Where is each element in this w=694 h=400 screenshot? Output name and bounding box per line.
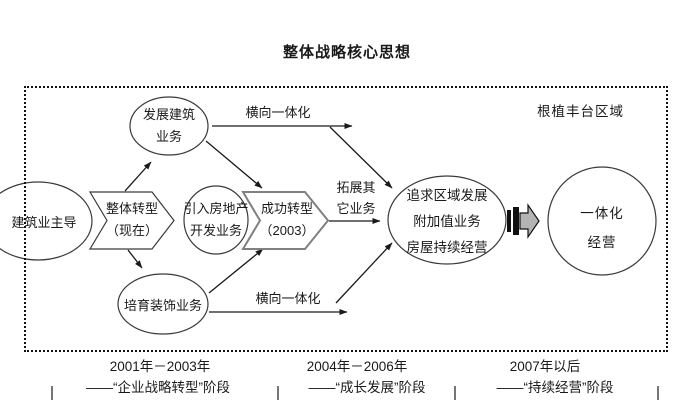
label-pursue-regional-line3: 房屋持续经营	[406, 240, 488, 255]
label-develop-construction-line2: 业务	[155, 129, 182, 144]
arrow-transform-to-decoration	[127, 249, 143, 269]
label-pursue-regional: 追求区域发展 附加值业务 房屋持续经营	[387, 183, 507, 261]
timeline-phase-1: ——“企业战略转型”阶段	[86, 380, 230, 395]
edge-label-expand-other-line1: 拓展其	[336, 180, 376, 195]
label-construction-lead: 建筑业主导	[11, 215, 77, 230]
timeline-phase-3: ——“持续经营”阶段	[496, 380, 614, 395]
timeline-period-1: 2001年－2003年	[109, 359, 211, 374]
edge-label-horizontal-integration-top: 横向一体化	[245, 105, 311, 120]
block-arrow-icon	[507, 203, 540, 239]
label-integrated-operation: 一体化 经营	[552, 199, 652, 257]
node-pursue-regional	[387, 175, 507, 265]
block-arrow-head	[519, 203, 540, 239]
label-integrated-operation-line1: 一体化	[580, 206, 624, 221]
label-develop-construction: 发展建筑 业务	[131, 104, 207, 148]
arrow-top-to-pursue	[329, 126, 393, 189]
label-integrated-operation-line2: 经营	[587, 235, 617, 250]
node-overall-transform-chevron	[88, 191, 175, 250]
label-pursue-regional-line2: 附加值业务	[413, 214, 481, 229]
arrow-construction-to-success	[205, 140, 263, 189]
timeline-period-3: 2007年以后	[509, 359, 581, 374]
label-overall-transform-line2: （现在）	[105, 223, 158, 238]
node-develop-construction	[129, 96, 209, 156]
edge-label-expand-other-line2: 它业务	[336, 201, 376, 216]
label-success-transform-line1: 成功转型	[260, 201, 313, 216]
arrow-decoration-to-success	[208, 248, 264, 294]
label-pursue-regional-line1: 追求区域发展	[406, 188, 488, 203]
page-title: 整体战略核心思想	[282, 44, 411, 61]
region-note-label: 根植丰台区域	[537, 104, 624, 119]
edge-label-horizontal-integration-bottom: 横向一体化	[255, 291, 321, 306]
arrow-transform-to-construction	[124, 161, 152, 192]
label-success-transform-line2: （2003）	[259, 223, 315, 238]
label-intro-realestate-line2: 开发业务	[189, 223, 242, 238]
timeline-phase-2: ——“成长发展”阶段	[308, 380, 426, 395]
label-overall-transform: 整体转型 （现在）	[94, 198, 170, 242]
label-cultivate-decoration: 培育装饰业务	[123, 298, 202, 313]
node-integrated-operation	[547, 166, 657, 276]
label-intro-realestate: 引入房地产 开发业务	[178, 198, 254, 242]
node-intro-realestate	[183, 185, 249, 255]
timeline-period-2: 2004年－2006年	[306, 359, 408, 374]
label-success-transform: 成功转型 （2003）	[249, 198, 325, 242]
label-overall-transform-line1: 整体转型	[105, 201, 158, 216]
edge-label-expand-other: 拓展其 它业务	[333, 177, 379, 219]
block-arrow-tail-bar2	[513, 207, 519, 235]
node-success-transform-chevron	[241, 191, 330, 250]
label-develop-construction-line1: 发展建筑	[142, 107, 195, 122]
block-arrow-tail-bar1	[507, 210, 511, 232]
arrow-bottom-to-pursue	[335, 242, 393, 304]
label-intro-realestate-line1: 引入房地产	[183, 201, 249, 216]
node-construction-lead	[0, 181, 93, 261]
node-cultivate-decoration	[117, 273, 209, 335]
